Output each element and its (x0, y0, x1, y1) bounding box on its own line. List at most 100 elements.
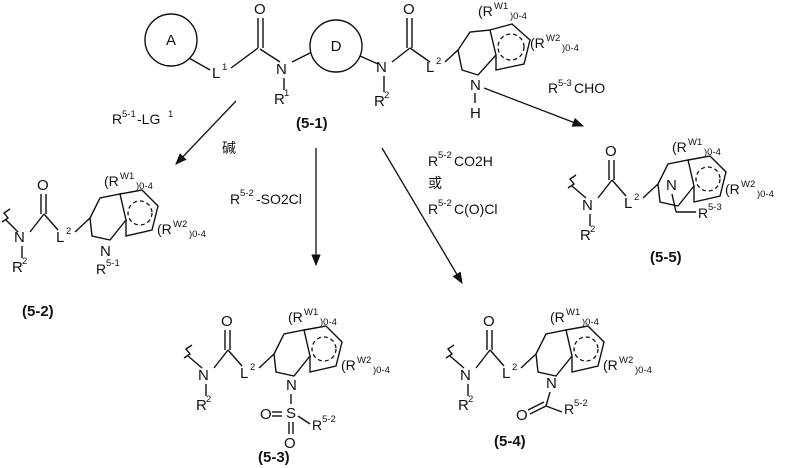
svg-text:1: 1 (284, 88, 289, 99)
svg-text:R: R (12, 259, 23, 276)
compound-label-5-4: (5-4) (494, 433, 526, 450)
svg-text:W1: W1 (120, 171, 134, 182)
carbonyl-o-1: O (254, 1, 266, 18)
svg-text:W1: W1 (304, 307, 318, 318)
svg-text:-LG: -LG (137, 111, 160, 127)
svg-text:R: R (458, 397, 469, 414)
svg-text:W2: W2 (173, 219, 187, 230)
svg-text:O: O (605, 143, 617, 160)
base-label: 碱 (222, 140, 236, 156)
svg-text:)0-4: )0-4 (704, 147, 721, 158)
svg-text:)0-4: )0-4 (582, 317, 599, 328)
svg-text:N: N (666, 177, 677, 194)
reagent-alkylation: R 5-1 -LG 1 碱 (112, 109, 236, 156)
svg-text:R: R (312, 417, 322, 433)
svg-text:(R: (R (725, 181, 740, 197)
bond (188, 57, 211, 71)
ring-a-label: A (166, 32, 176, 49)
r1-label: R (274, 91, 285, 108)
svg-text:(R: (R (603, 357, 618, 373)
svg-text:)0-4: )0-4 (562, 43, 579, 54)
rw1-label: (R (478, 3, 493, 19)
product-5-3: N R 2 O L 2 N S O O R 5-2 (R W1 )0-4 (R … (183, 307, 390, 466)
amide-n-2: N (376, 59, 387, 76)
svg-text:(R: (R (157, 221, 172, 237)
reagent-acylation: R 5-2 CO2H 或 R 5-2 C(O)Cl (428, 150, 498, 217)
svg-text:R: R (564, 401, 574, 417)
svg-text:S: S (286, 405, 296, 422)
l2-label: L (426, 59, 434, 76)
svg-text:5-3: 5-3 (708, 202, 722, 213)
svg-text:)0-4: )0-4 (189, 229, 206, 240)
svg-text:N: N (100, 243, 111, 260)
product-5-2: N R 2 O L 2 N R 5-1 (R W1 )0-4 (R W2 )0-… (1, 171, 206, 320)
svg-text:5-2: 5-2 (438, 198, 452, 209)
svg-text:2: 2 (634, 192, 639, 203)
svg-text:L: L (502, 365, 510, 382)
compound-label-5-1: (5-1) (296, 115, 328, 132)
svg-text:1: 1 (222, 62, 227, 73)
svg-text:O: O (260, 406, 272, 423)
amide-n-1: N (276, 61, 287, 78)
svg-text:5-2: 5-2 (574, 398, 588, 409)
svg-text:R: R (96, 261, 106, 277)
svg-text:2: 2 (468, 394, 473, 405)
svg-text:N: N (286, 377, 297, 394)
svg-text:W1: W1 (494, 1, 508, 12)
svg-text:1: 1 (168, 109, 173, 120)
svg-text:R: R (112, 111, 122, 127)
svg-text:C(O)Cl: C(O)Cl (454, 201, 498, 217)
svg-text:L: L (624, 195, 632, 212)
arrow-to-5-2 (175, 100, 237, 165)
svg-text:N: N (198, 367, 209, 384)
svg-text:W2: W2 (619, 355, 633, 366)
product-5-5: N R 2 O L 2 N R 5-3 (R W1 )0-4 (R W2 )0-… (567, 137, 774, 266)
compound-label-5-2: (5-2) (22, 303, 54, 320)
svg-text:W1: W1 (688, 137, 702, 148)
svg-text:N: N (582, 197, 593, 214)
svg-text:R: R (428, 153, 438, 169)
svg-text:CO2H: CO2H (454, 153, 493, 169)
svg-text:5-2: 5-2 (322, 414, 336, 425)
r2-label: R (374, 93, 385, 110)
svg-text:)0-4: )0-4 (757, 189, 774, 200)
svg-text:2: 2 (66, 226, 71, 237)
svg-text:(R: (R (672, 139, 687, 155)
svg-text:(R: (R (341, 357, 356, 373)
or-label: 或 (428, 175, 442, 191)
compound-label-5-3: (5-3) (258, 449, 290, 466)
svg-text:2: 2 (384, 90, 389, 101)
svg-text:)0-4: )0-4 (320, 317, 337, 328)
svg-text:5-1: 5-1 (106, 258, 120, 269)
svg-text:R: R (428, 201, 438, 217)
svg-text:W2: W2 (741, 179, 755, 190)
svg-text:2: 2 (590, 224, 595, 235)
svg-text:-SO2Cl: -SO2Cl (256, 191, 302, 207)
svg-text:R: R (698, 205, 708, 221)
svg-text:W2: W2 (357, 355, 371, 366)
svg-text:N: N (14, 229, 25, 246)
svg-text:5-3: 5-3 (558, 78, 572, 89)
svg-text:O: O (221, 313, 233, 330)
svg-text:O: O (284, 435, 296, 452)
carbonyl-o-2: O (403, 1, 415, 18)
svg-text:5-1: 5-1 (122, 109, 136, 120)
arrow-to-5-4 (381, 147, 463, 285)
svg-text:)0-4: )0-4 (510, 11, 527, 22)
svg-text:5-2: 5-2 (438, 150, 452, 161)
svg-text:2: 2 (512, 362, 517, 373)
ring-a (144, 13, 198, 67)
svg-text:)0-4: )0-4 (136, 181, 153, 192)
svg-text:L: L (240, 365, 248, 382)
svg-text:5-2: 5-2 (240, 188, 254, 199)
svg-text:R: R (548, 80, 558, 96)
svg-text:2: 2 (206, 394, 211, 405)
svg-text:L: L (56, 229, 64, 246)
compound-label-5-5: (5-5) (650, 249, 682, 266)
svg-text:N: N (460, 367, 471, 384)
svg-text:2: 2 (250, 362, 255, 373)
svg-text:N: N (546, 375, 557, 392)
svg-text:(R: (R (550, 309, 565, 325)
svg-text:(R: (R (104, 173, 119, 189)
